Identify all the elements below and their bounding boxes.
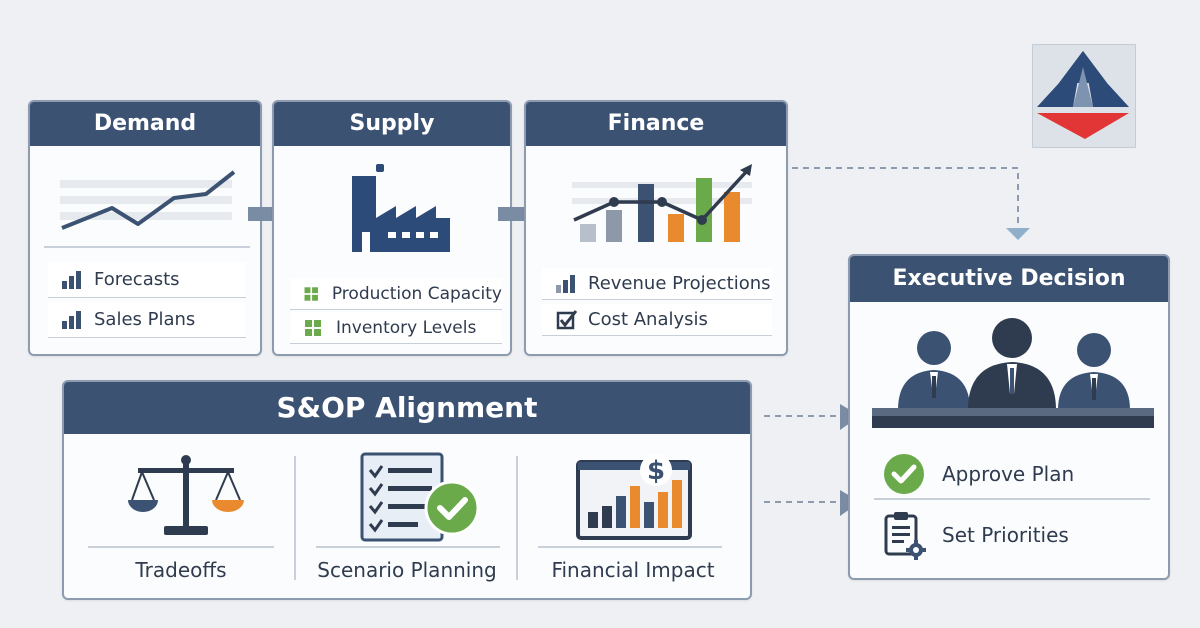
alignment-item-label: Tradeoffs [135,558,227,582]
executive-card: Executive Decision Approve Plan [848,254,1170,580]
alignment-divider [538,546,722,548]
factory-icon [352,164,450,252]
list-item[interactable]: Inventory Levels [290,312,502,344]
check-circle-icon [884,454,924,494]
alignment-item-label: Financial Impact [551,558,715,582]
logo-icon [1037,51,1129,139]
line-chart-icon [60,170,236,230]
list-item[interactable]: Cost Analysis [542,304,772,336]
alignment-vdivider [516,456,518,580]
demand-item-label: Sales Plans [94,309,196,330]
supply-card: Supply Production Capacity Inventory Lev… [272,100,512,356]
supply-item-label: Inventory Levels [336,317,477,338]
checkbox-icon [556,309,578,329]
finance-title: Finance [526,102,786,146]
alignment-item-label: Scenario Planning [317,558,497,582]
list-item[interactable]: Production Capacity [290,278,502,310]
scale-icon [128,455,244,535]
alignment-card: S&OP Alignment $ [62,380,752,600]
dashed-connector [792,167,1030,240]
demand-card: Demand Forecasts Sales Plans [28,100,262,356]
executive-item-label: Set Priorities [942,523,1069,547]
dollar-chart-icon: $ [576,454,692,540]
bar-chart-icon [62,270,81,289]
bar-chart-icon [62,310,81,329]
executive-item-label: Approve Plan [942,462,1075,486]
set-priorities-item[interactable]: Set Priorities [874,510,1150,560]
list-item[interactable]: Sales Plans [48,302,246,338]
dashed-connector [764,490,860,516]
alignment-divider [316,546,500,548]
finance-item-label: Revenue Projections [588,273,771,294]
executives-icon [872,318,1154,428]
grid-icon [304,286,318,301]
svg-text:$: $ [647,456,665,486]
list-item[interactable]: Revenue Projections [542,268,772,300]
supply-title: Supply [274,102,510,146]
checklist-icon [360,452,480,542]
demand-divider [44,246,250,248]
finance-item-label: Cost Analysis [588,309,708,330]
bar-chart-icon [556,274,575,293]
grid-icon [305,319,321,336]
clipboard-gear-icon [884,512,926,560]
executive-title: Executive Decision [850,256,1168,302]
approve-plan-item[interactable]: Approve Plan [874,450,1150,500]
finance-card: Finance Revenue Projections Cost Analysi… [524,100,788,356]
demand-item-label: Forecasts [94,269,180,290]
list-item[interactable]: Forecasts [48,262,246,298]
alignment-divider [88,546,274,548]
logo [1032,44,1136,148]
demand-title: Demand [30,102,260,146]
alignment-vdivider [294,456,296,580]
alignment-title: S&OP Alignment [64,382,750,434]
bar-line-chart-icon [572,164,752,242]
dashed-connector [764,404,860,430]
supply-item-label: Production Capacity [331,283,502,304]
